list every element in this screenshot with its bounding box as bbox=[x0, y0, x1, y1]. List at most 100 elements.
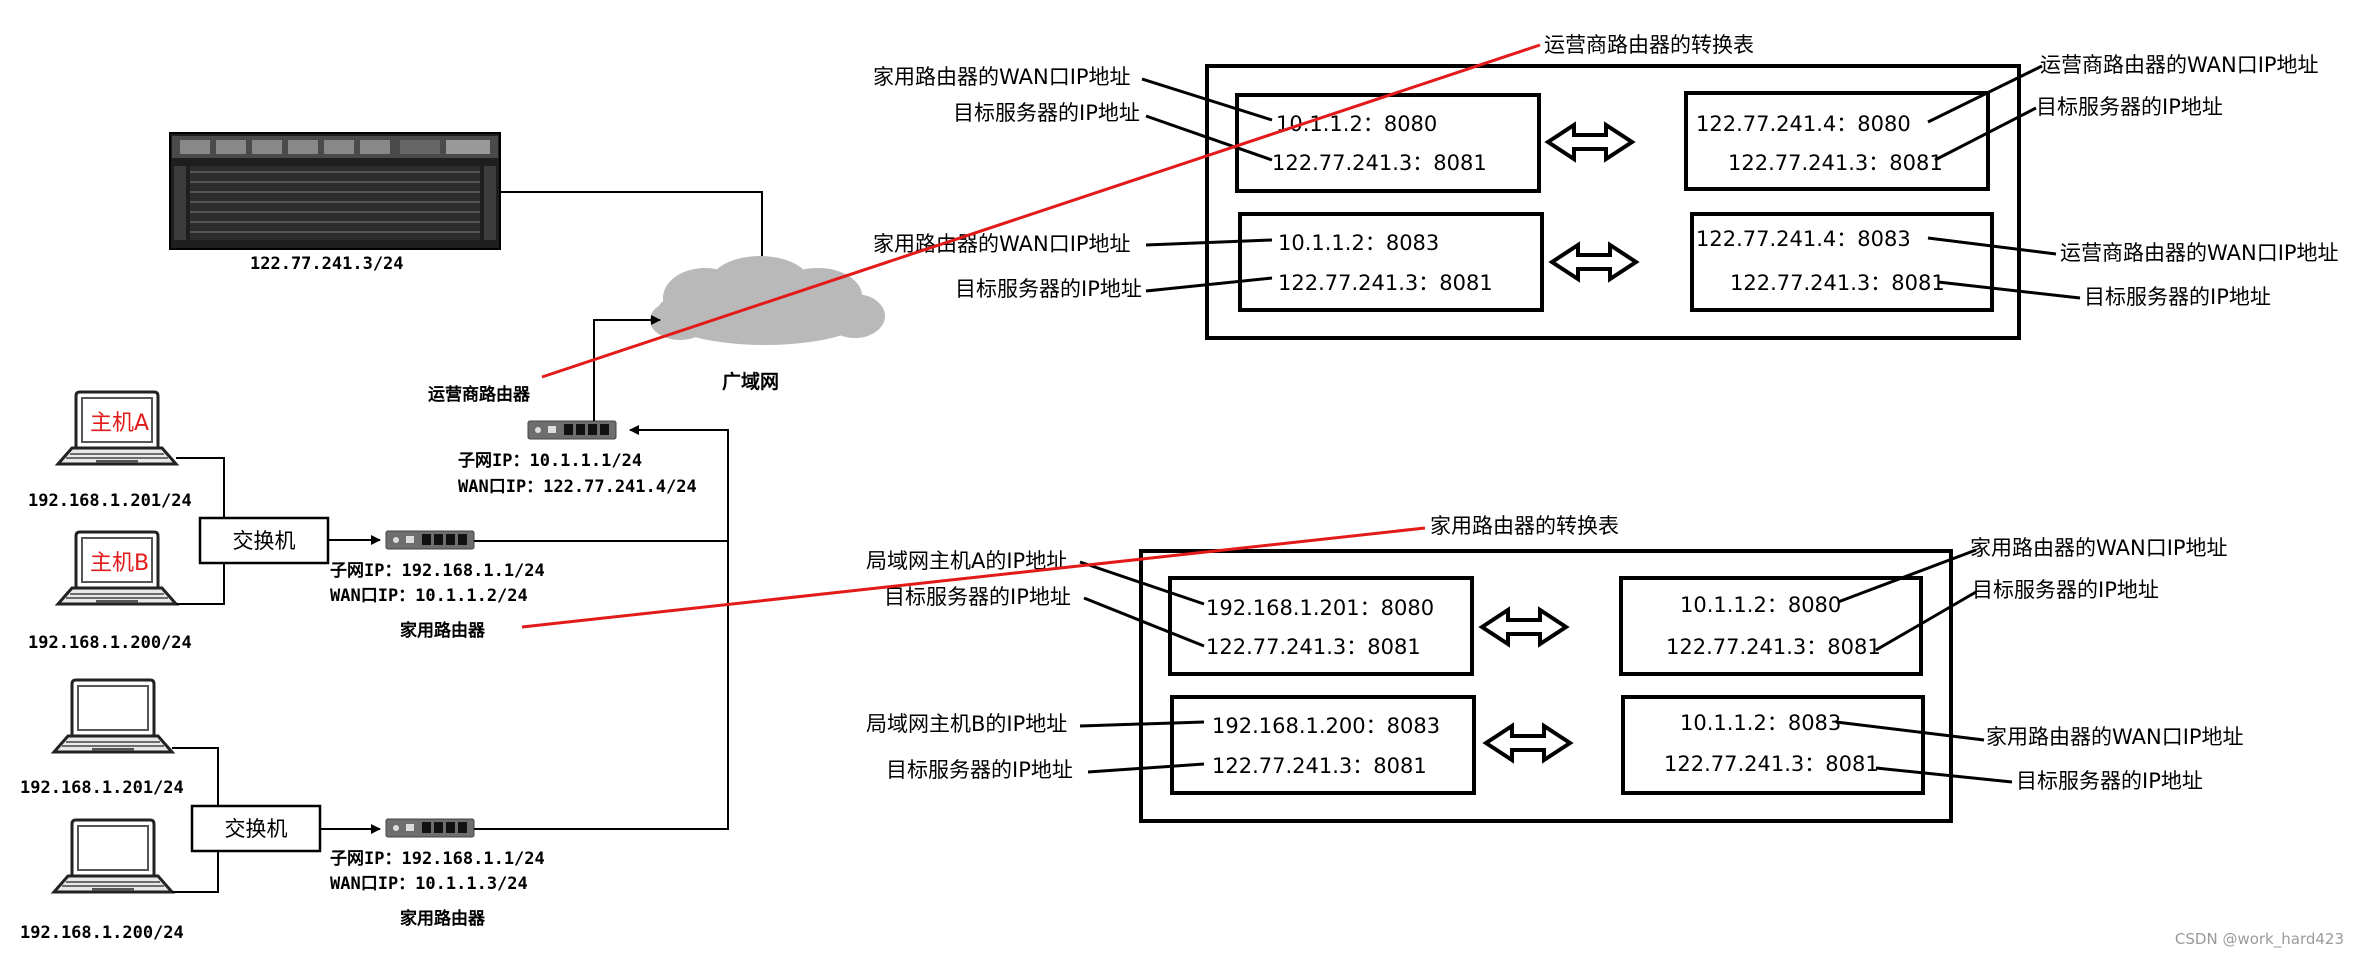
isp-row2-left-note1: 家用路由器的WAN口IP地址 bbox=[873, 232, 1131, 256]
wan-label: 广域网 bbox=[722, 370, 779, 393]
home-row1-left-box bbox=[1168, 576, 1474, 676]
home-row1-right-note2-leader bbox=[1875, 590, 1977, 652]
home-row2-right-box bbox=[1621, 695, 1925, 795]
home-table-title: 家用路由器的转换表 bbox=[1430, 514, 1619, 538]
home-row2-left-box bbox=[1170, 695, 1476, 795]
home-row1-right-line2: 122.77.241.3：8081 bbox=[1666, 635, 1881, 659]
home-table-frame bbox=[1139, 549, 1953, 823]
switch-2-box bbox=[190, 804, 322, 853]
isp-row2-right-note2: 目标服务器的IP地址 bbox=[2084, 285, 2271, 309]
host-a-ip: 192.168.1.201/24 bbox=[28, 491, 192, 511]
isp-row2-right-note1: 运营商路由器的WAN口IP地址 bbox=[2060, 241, 2339, 265]
host-c-laptop-icon bbox=[52, 678, 174, 754]
isp-row1-right-note2: 目标服务器的IP地址 bbox=[2036, 95, 2223, 119]
isp-row1-right-note2-leader bbox=[1934, 106, 2037, 162]
host-b-link bbox=[176, 563, 225, 605]
home-row2-left-note1: 局域网主机B的IP地址 bbox=[866, 712, 1067, 736]
isp-row2-right-line1: 122.77.241.4：8083 bbox=[1696, 227, 1911, 251]
home-row2-right-note2-leader bbox=[1875, 766, 2013, 784]
home-row1-right-note1: 家用路由器的WAN口IP地址 bbox=[1970, 536, 2228, 560]
isp-row1-left-note2: 目标服务器的IP地址 bbox=[953, 101, 1140, 125]
host-c-ip: 192.168.1.201/24 bbox=[20, 778, 184, 798]
home-row1-left-note2: 目标服务器的IP地址 bbox=[884, 585, 1071, 609]
host-b-label: 主机B bbox=[90, 551, 149, 576]
host-a-label: 主机A bbox=[90, 411, 149, 436]
host-d-ip: 192.168.1.200/24 bbox=[20, 923, 184, 943]
host-c-link bbox=[172, 747, 219, 806]
host-d-laptop-icon bbox=[52, 818, 174, 894]
isp-row1-mapping-arrow bbox=[1546, 123, 1634, 161]
home-row1-left-note1: 局域网主机A的IP地址 bbox=[866, 549, 1067, 573]
home-row1-left-line1: 192.168.1.201：8080 bbox=[1206, 596, 1434, 620]
home-router-1-label: 家用路由器 bbox=[400, 620, 486, 641]
home-router-2-wan-ip: WAN口IP：10.1.1.3/24 bbox=[330, 874, 528, 894]
isp-row1-left-note1-leader bbox=[1141, 77, 1273, 122]
server-rack-icon bbox=[169, 132, 501, 250]
home-row1-right-note2: 目标服务器的IP地址 bbox=[1972, 578, 2159, 602]
isp-router-icon bbox=[527, 420, 617, 440]
server-ip-label: 122.77.241.3/24 bbox=[250, 254, 404, 274]
cloud-icon bbox=[650, 256, 885, 345]
home-row2-right-line1: 10.1.1.2：8083 bbox=[1680, 711, 1841, 735]
home-router-2-icon bbox=[385, 818, 475, 838]
home-router-1-icon bbox=[385, 530, 475, 550]
home-row2-left-note1-leader bbox=[1079, 720, 1205, 728]
home-row2-right-note1: 家用路由器的WAN口IP地址 bbox=[1986, 725, 2244, 749]
home-row2-left-note2-leader bbox=[1087, 762, 1205, 774]
isp-row2-left-note2-leader bbox=[1145, 276, 1273, 293]
home-router-1-wan-ip: WAN口IP：10.1.1.2/24 bbox=[330, 586, 528, 606]
host-b-ip: 192.168.1.200/24 bbox=[28, 633, 192, 653]
isp-row2-right-box bbox=[1690, 212, 1994, 312]
home-row1-right-line1: 10.1.1.2：8080 bbox=[1680, 593, 1841, 617]
home-row1-left-note2-leader bbox=[1083, 596, 1205, 648]
isp-table-frame bbox=[1205, 64, 2021, 340]
isp-row1-right-box bbox=[1684, 91, 1990, 191]
home-row2-left-note2: 目标服务器的IP地址 bbox=[886, 758, 1073, 782]
isp-row1-left-box bbox=[1235, 93, 1541, 193]
home-row1-mapping-arrow bbox=[1480, 608, 1568, 646]
isp-table-red-leader bbox=[541, 43, 1541, 379]
isp-row2-right-note1-leader bbox=[1927, 236, 2057, 256]
switch-2-label: 交换机 bbox=[225, 817, 288, 841]
isp-row1-left-note1: 家用路由器的WAN口IP地址 bbox=[873, 65, 1131, 89]
isp-row1-right-line1: 122.77.241.4：8080 bbox=[1696, 112, 1911, 136]
isp-row2-mapping-arrow bbox=[1550, 243, 1638, 281]
home-routers-uplink bbox=[474, 425, 729, 830]
isp-row1-left-note2-leader bbox=[1145, 114, 1273, 162]
isp-table-title: 运营商路由器的转换表 bbox=[1544, 33, 1754, 57]
home-router-1-subnet-ip: 子网IP：192.168.1.1/24 bbox=[330, 561, 545, 581]
isp-row2-left-note2: 目标服务器的IP地址 bbox=[955, 277, 1142, 301]
isp-row2-left-line1: 10.1.1.2：8083 bbox=[1278, 231, 1439, 255]
isp-row2-left-box bbox=[1238, 212, 1544, 312]
isp-row1-right-note1-leader bbox=[1927, 64, 2043, 124]
home-row2-right-note2: 目标服务器的IP地址 bbox=[2016, 769, 2203, 793]
home-table-red-leader bbox=[521, 526, 1426, 629]
server-to-wan-link bbox=[500, 191, 767, 272]
home-row1-right-box bbox=[1619, 576, 1923, 676]
home-row1-left-line2: 122.77.241.3：8081 bbox=[1206, 635, 1421, 659]
isp-row2-right-note2-leader bbox=[1937, 280, 2081, 300]
isp-row1-right-line2: 122.77.241.3：8081 bbox=[1728, 151, 1943, 175]
home-row1-right-note1-leader bbox=[1837, 548, 1977, 604]
home-row2-left-line2: 122.77.241.3：8081 bbox=[1212, 754, 1427, 778]
isp-row2-left-note1-leader bbox=[1145, 238, 1273, 247]
home-row2-right-line2: 122.77.241.3：8081 bbox=[1664, 752, 1879, 776]
home-row2-mapping-arrow bbox=[1484, 724, 1572, 762]
isp-row1-right-note1: 运营商路由器的WAN口IP地址 bbox=[2040, 53, 2319, 77]
host-d-link bbox=[172, 851, 219, 893]
home-row1-left-note1-leader bbox=[1079, 560, 1205, 606]
home-row2-right-note1-leader bbox=[1835, 720, 1985, 742]
isp-to-wan-link bbox=[593, 315, 661, 421]
isp-router-subnet-ip: 子网IP：10.1.1.1/24 bbox=[458, 451, 642, 471]
isp-row2-right-line2: 122.77.241.3：8081 bbox=[1730, 271, 1945, 295]
watermark: CSDN @work_hard423 bbox=[2175, 930, 2344, 949]
isp-row1-left-line2: 122.77.241.3：8081 bbox=[1272, 151, 1487, 175]
home-router-2-subnet-ip: 子网IP：192.168.1.1/24 bbox=[330, 849, 545, 869]
isp-router-wan-ip: WAN口IP：122.77.241.4/24 bbox=[458, 477, 697, 497]
isp-row2-left-line2: 122.77.241.3：8081 bbox=[1278, 271, 1493, 295]
home-row2-left-line1: 192.168.1.200：8083 bbox=[1212, 714, 1440, 738]
switch-1-label: 交换机 bbox=[233, 529, 296, 553]
isp-router-label: 运营商路由器 bbox=[428, 384, 531, 405]
switch-1-box bbox=[198, 516, 330, 565]
